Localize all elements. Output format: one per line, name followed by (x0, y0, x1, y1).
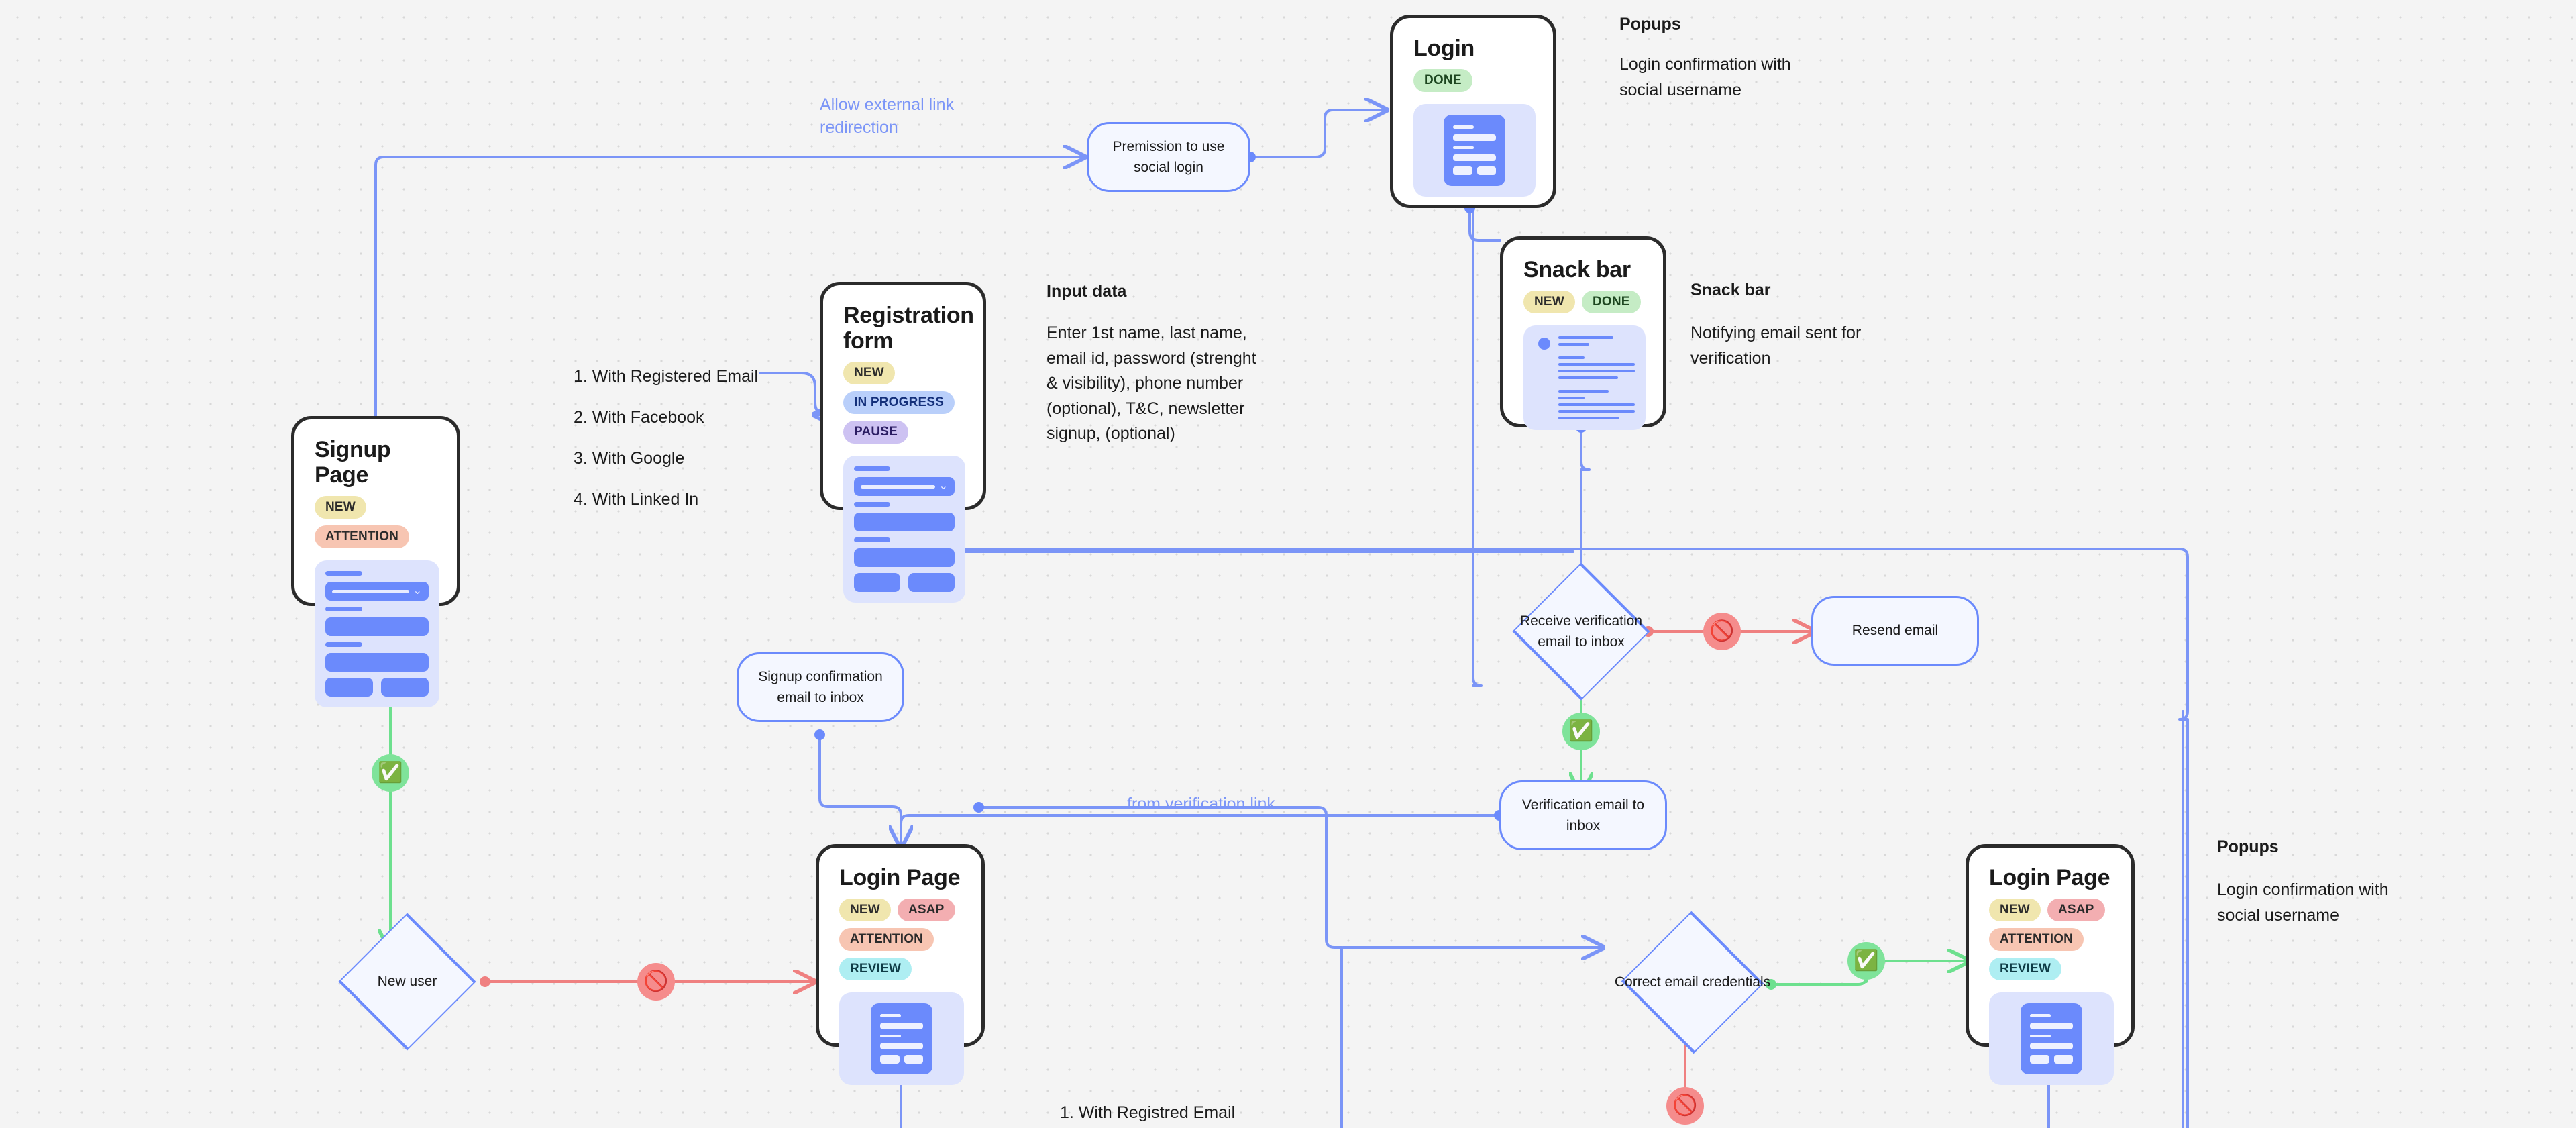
tag-row: NEW IN PROGRESS PAUSE (843, 362, 965, 444)
edge-label-allow-external-link: Allow external link redirection (820, 95, 955, 137)
card-registration-form[interactable]: Registration form NEW IN PROGRESS PAUSE … (820, 282, 986, 603)
check-icon: ✅ (378, 762, 403, 784)
signup-method-item: 3. With Google (574, 449, 685, 468)
card-snack-bar[interactable]: Snack bar NEW DONE (1500, 236, 1666, 431)
node-receive-verification-email[interactable]: Receive verification email to inbox (1503, 562, 1660, 701)
node-permission-social-login[interactable]: Premission to use social login (1087, 122, 1250, 192)
tag-row: NEW DONE (1523, 291, 1646, 314)
card-thumbnail (1413, 104, 1536, 197)
node-verification-email-inbox[interactable]: Verification email to inbox (1499, 780, 1667, 850)
success-badge[interactable]: ✅ (372, 754, 409, 792)
node-signup-confirmation-email[interactable]: Signup confirmation email to inbox (737, 652, 904, 722)
status-badge: ASAP (897, 899, 955, 922)
blocked-badge[interactable]: 🚫 (1703, 613, 1741, 650)
document-icon (1444, 115, 1505, 187)
status-badge: NEW (843, 362, 895, 385)
blocked-icon: 🚫 (1709, 620, 1735, 642)
signup-method-item: 1. With Registered Email (574, 367, 759, 386)
status-badge: ATTENTION (839, 928, 934, 952)
card-thumbnail: ⌄ (315, 560, 439, 708)
annotation-popups-right-body: Login confirmation with social username (2217, 880, 2389, 925)
status-badge: NEW (839, 899, 891, 922)
status-badge: NEW (315, 496, 366, 519)
annotation-snackbar-body: Notifying email sent for verification (1690, 323, 1862, 368)
node-correct-email-credentials[interactable]: Correct email credentials (1610, 911, 1775, 1054)
node-resend-email[interactable]: Resend email (1811, 596, 1979, 666)
card-title: Snack bar (1523, 257, 1631, 283)
tag-row: NEW ASAP ATTENTION REVIEW (839, 899, 964, 981)
card-login-page-center[interactable]: Login Page NEW ASAP ATTENTION REVIEW (816, 844, 985, 1086)
document-icon (2021, 1003, 2082, 1075)
annotation-input-data-body: Enter 1st name, last name, email id, pas… (1046, 323, 1256, 443)
card-signup-page[interactable]: Signup Page NEW ATTENTION ⌄ (291, 416, 460, 708)
card-title: Login Page (1989, 865, 2110, 890)
blocked-badge[interactable]: 🚫 (637, 963, 675, 1001)
annotation-popups-top-heading: Popups (1619, 15, 1681, 34)
card-login-top[interactable]: Login DONE (1390, 15, 1556, 208)
form-wireframe-icon: ⌄ (325, 571, 429, 697)
card-thumbnail: ⌄ (843, 456, 965, 603)
annotation-input-data-heading: Input data (1046, 282, 1127, 301)
snackbar-icon (1534, 336, 1635, 420)
status-badge: DONE (1581, 291, 1641, 314)
signup-method-item: 2. With Facebook (574, 408, 704, 427)
card-title: Login Page (839, 865, 961, 890)
card-title: Signup Page (315, 437, 391, 489)
annotation-popups-top-body: Login confirmation with social username (1619, 55, 1791, 99)
card-thumbnail (839, 992, 964, 1086)
tag-row: NEW ASAP ATTENTION REVIEW (1989, 899, 2114, 981)
card-thumbnail (1523, 325, 1646, 431)
status-badge: REVIEW (1989, 958, 2062, 981)
status-badge: NEW (1989, 899, 2041, 922)
check-icon: ✅ (1854, 950, 1879, 972)
blocked-icon: 🚫 (643, 970, 669, 992)
edge-label-from-verification-link: from verification link (1127, 794, 1275, 813)
status-badge: NEW (1523, 291, 1575, 314)
status-badge: PAUSE (843, 421, 909, 444)
status-badge: ASAP (2047, 899, 2105, 922)
tag-row: DONE (1413, 69, 1536, 93)
card-thumbnail (1989, 992, 2114, 1086)
form-wireframe-icon: ⌄ (854, 466, 955, 593)
annotation-snackbar-heading: Snack bar (1690, 280, 1771, 299)
node-new-user[interactable]: New user (329, 913, 486, 1051)
status-badge: IN PROGRESS (843, 391, 955, 415)
card-title: Registration form (843, 303, 974, 354)
annotation-popups-right-heading: Popups (2217, 837, 2279, 856)
success-badge[interactable]: ✅ (1562, 713, 1600, 750)
success-badge[interactable]: ✅ (1847, 942, 1885, 980)
blocked-badge[interactable]: 🚫 (1666, 1087, 1704, 1125)
node-label: Receive verification email to inbox (1519, 613, 1643, 650)
login-method-bottom: 1. With Registred Email (1060, 1103, 1236, 1122)
node-label: New user (377, 974, 437, 990)
document-icon (871, 1003, 932, 1075)
blocked-icon: 🚫 (1672, 1094, 1698, 1117)
status-badge: DONE (1413, 69, 1472, 93)
signup-method-item: 4. With Linked In (574, 490, 699, 509)
node-label: Correct email credentials (1614, 974, 1771, 990)
status-badge: ATTENTION (1989, 928, 2084, 952)
tag-row: NEW ATTENTION (315, 496, 439, 549)
status-badge: ATTENTION (315, 525, 410, 549)
check-icon: ✅ (1568, 720, 1594, 742)
card-login-page-right[interactable]: Login Page NEW ASAP ATTENTION REVIEW (1966, 844, 2135, 1086)
card-title: Login (1413, 36, 1475, 61)
status-badge: REVIEW (839, 958, 912, 981)
